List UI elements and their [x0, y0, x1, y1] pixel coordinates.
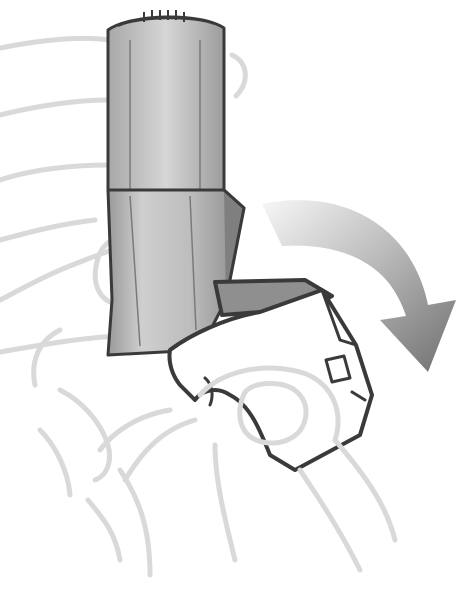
- instruction-illustration: [0, 0, 466, 592]
- inhaler-opening-icon: [0, 0, 466, 592]
